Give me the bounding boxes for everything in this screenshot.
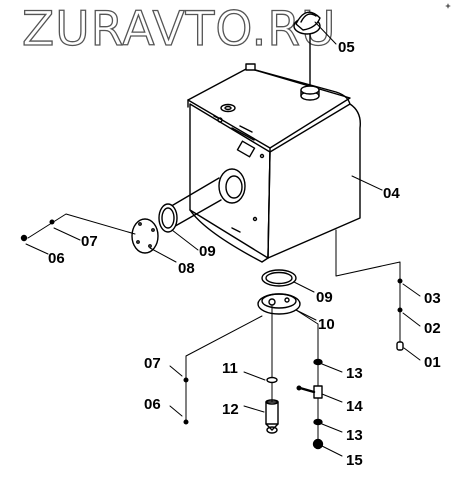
bolt-07-left bbox=[49, 219, 55, 225]
o-ring-11 bbox=[266, 376, 278, 384]
leader-09-right bbox=[293, 281, 315, 293]
washer-13-lower bbox=[313, 418, 323, 426]
leader-07-bottom bbox=[185, 315, 263, 423]
callout-10: 10 bbox=[318, 316, 335, 333]
callout-13-lower: 13 bbox=[346, 427, 363, 444]
washer-02 bbox=[397, 307, 403, 313]
cover-plate-08 bbox=[131, 218, 159, 254]
callout-13-upper: 13 bbox=[346, 365, 363, 382]
washer-13-upper bbox=[313, 358, 323, 366]
callout-02: 02 bbox=[424, 320, 441, 337]
callout-03: 03 bbox=[424, 290, 441, 307]
callout-08: 08 bbox=[178, 260, 195, 277]
leader-08 bbox=[149, 247, 177, 263]
callout-07-bottom: 07 bbox=[144, 355, 161, 372]
nut-01 bbox=[396, 341, 404, 351]
callout-05: 05 bbox=[338, 39, 355, 56]
leader-13-15 bbox=[295, 309, 319, 441]
drain-plate-10 bbox=[257, 293, 301, 315]
drain-plug-12 bbox=[265, 399, 279, 434]
sight-gauge bbox=[236, 140, 256, 158]
drain-valve-14 bbox=[296, 385, 323, 399]
callout-07-left: 07 bbox=[81, 233, 98, 250]
hydraulic-tank bbox=[167, 63, 361, 263]
leader-09-left bbox=[171, 229, 199, 251]
watermark-text: ZURAVTO.RU bbox=[21, 2, 337, 57]
callout-06-bottom: 06 bbox=[144, 396, 161, 413]
callout-04: 04 bbox=[383, 185, 400, 202]
callout-14: 14 bbox=[346, 398, 363, 415]
leader-03-chain bbox=[335, 229, 401, 345]
leader-04 bbox=[351, 175, 383, 191]
callout-06-left: 06 bbox=[48, 250, 65, 267]
top-tab bbox=[245, 63, 256, 71]
bolt-07-bottom bbox=[183, 377, 189, 383]
bolt-03 bbox=[397, 278, 403, 284]
callout-12: 12 bbox=[222, 401, 239, 418]
callout-01: 01 bbox=[424, 354, 441, 371]
tank-side-face bbox=[267, 103, 361, 259]
top-port bbox=[220, 103, 236, 113]
cap-15 bbox=[312, 438, 324, 450]
washer-06-left bbox=[20, 234, 28, 242]
filler-cap bbox=[293, 11, 321, 87]
callout-11: 11 bbox=[222, 360, 238, 377]
callout-09-right: 09 bbox=[316, 289, 333, 306]
callout-09-left: 09 bbox=[199, 243, 216, 260]
leader-07-left bbox=[27, 213, 136, 239]
leader-05 bbox=[314, 21, 337, 45]
callout-15: 15 bbox=[346, 452, 363, 469]
washer-06-bottom bbox=[183, 419, 189, 425]
